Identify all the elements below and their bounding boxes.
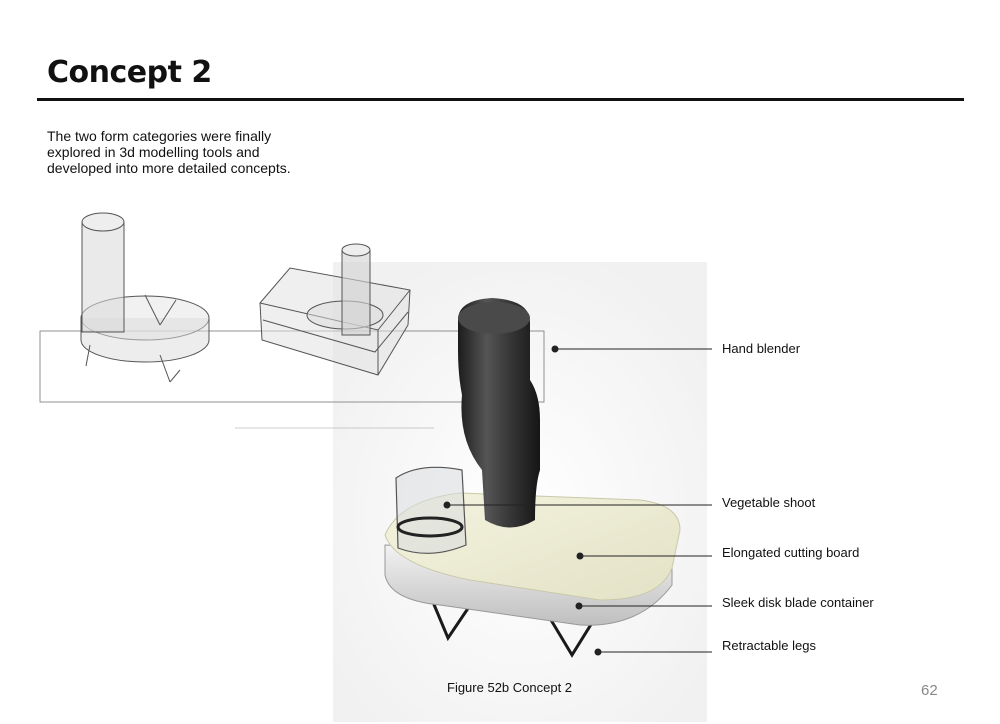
- callout-blade-container: Sleek disk blade container: [722, 595, 874, 610]
- intro-line-1: The two form categories were finally: [47, 128, 272, 144]
- page-title: Concept 2: [47, 55, 212, 90]
- callout-vegetable-shoot: Vegetable shoot: [722, 495, 816, 510]
- blender-cap: [458, 302, 530, 334]
- callout-hand-blender: Hand blender: [722, 341, 801, 356]
- intro-line-3: developed into more detailed concepts.: [47, 160, 291, 176]
- wireframe-concept-a: [80, 212, 210, 383]
- intro-paragraph: The two form categories were finally exp…: [47, 128, 347, 176]
- leg-front-left: [428, 594, 477, 642]
- wireframe-concept-b: [259, 243, 411, 376]
- callout-cutting-board: Elongated cutting board: [722, 545, 860, 560]
- page-number: 62: [921, 682, 938, 699]
- callout-leaders: [443, 345, 712, 656]
- callout-retractable-legs: Retractable legs: [722, 638, 816, 653]
- hand-blender: [458, 298, 540, 528]
- title-underline: [37, 98, 964, 101]
- shoot-blade-ring: [396, 516, 464, 538]
- intro-line-2: explored in 3d modelling tools and: [47, 144, 260, 160]
- vegetable-shoot: [395, 466, 467, 554]
- figure-caption: Figure 52b Concept 2: [447, 680, 573, 695]
- product-render: [384, 298, 681, 658]
